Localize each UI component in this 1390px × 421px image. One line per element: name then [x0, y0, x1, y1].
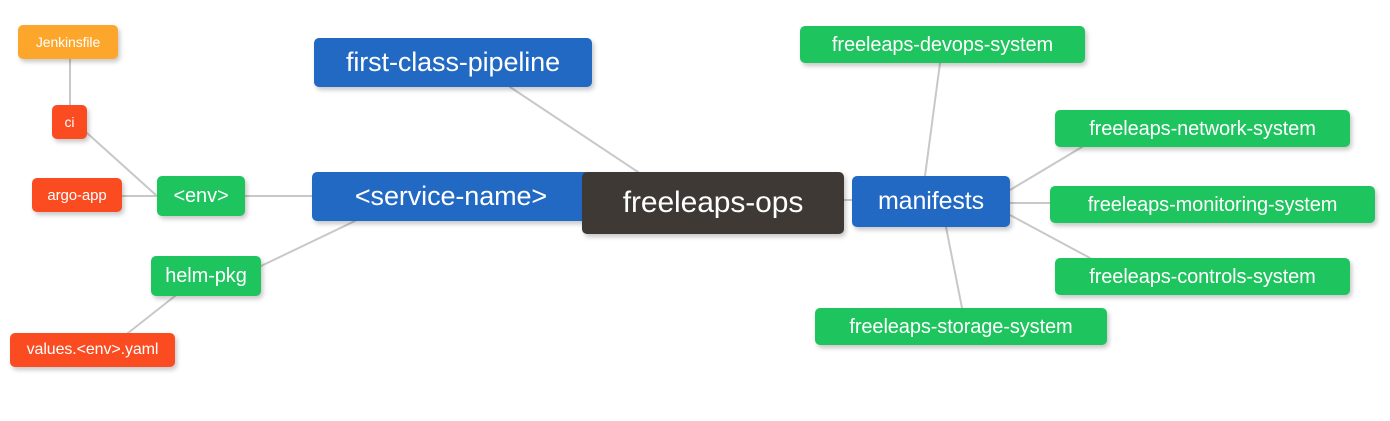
- mindmap-edge: [260, 220, 356, 267]
- node-label: freeleaps-storage-system: [849, 315, 1073, 338]
- node-label: Jenkinsfile: [35, 34, 101, 50]
- mindmap-edge: [127, 295, 176, 334]
- node-label: freeleaps-controls-system: [1089, 265, 1316, 288]
- mindmap-node-freeleaps-monitoring-system[interactable]: freeleaps-monitoring-system: [1050, 186, 1375, 223]
- node-label: <service-name>: [354, 181, 548, 211]
- mindmap-node-freeleaps-storage-system[interactable]: freeleaps-storage-system: [815, 308, 1107, 345]
- mindmap-node-freeleaps-network-system[interactable]: freeleaps-network-system: [1055, 110, 1350, 147]
- node-label: <env>: [173, 185, 229, 207]
- mindmap-node-helm-pkg[interactable]: helm-pkg: [151, 256, 261, 296]
- mindmap-node-first-class-pipeline[interactable]: first-class-pipeline: [314, 38, 592, 87]
- node-label: ci: [64, 114, 75, 130]
- node-label: first-class-pipeline: [345, 47, 561, 77]
- mindmap-node-freeleaps-devops-system[interactable]: freeleaps-devops-system: [800, 26, 1085, 63]
- node-label: values.<env>.yaml: [26, 341, 159, 358]
- node-label: freeleaps-monitoring-system: [1087, 193, 1338, 216]
- node-label: helm-pkg: [165, 265, 247, 287]
- mindmap-node-argo-app[interactable]: argo-app: [32, 178, 122, 212]
- node-label: freeleaps-network-system: [1089, 117, 1316, 140]
- mindmap-node-jenkinsfile[interactable]: Jenkinsfile: [18, 25, 118, 59]
- mindmap-edge: [924, 62, 941, 177]
- mindmap-node-freeleaps-ops[interactable]: freeleaps-ops: [582, 172, 844, 234]
- mindmap-node-freeleaps-controls-system[interactable]: freeleaps-controls-system: [1055, 258, 1350, 295]
- node-label: manifests: [877, 187, 985, 215]
- mindmap-edge: [509, 86, 639, 173]
- node-label: argo-app: [47, 186, 107, 204]
- mindmap-node-manifests[interactable]: manifests: [852, 176, 1010, 227]
- mindmap-node-values-env-yaml[interactable]: values.<env>.yaml: [10, 333, 175, 367]
- mindmap-node-ci[interactable]: ci: [52, 105, 87, 139]
- mindmap-node-env[interactable]: <env>: [157, 176, 245, 216]
- node-label: freeleaps-devops-system: [831, 33, 1054, 56]
- mindmap-node-service-name[interactable]: <service-name>: [312, 172, 590, 221]
- node-label: freeleaps-ops: [622, 186, 804, 219]
- mindmap-edge: [1009, 146, 1083, 191]
- mindmap-edge: [945, 226, 963, 309]
